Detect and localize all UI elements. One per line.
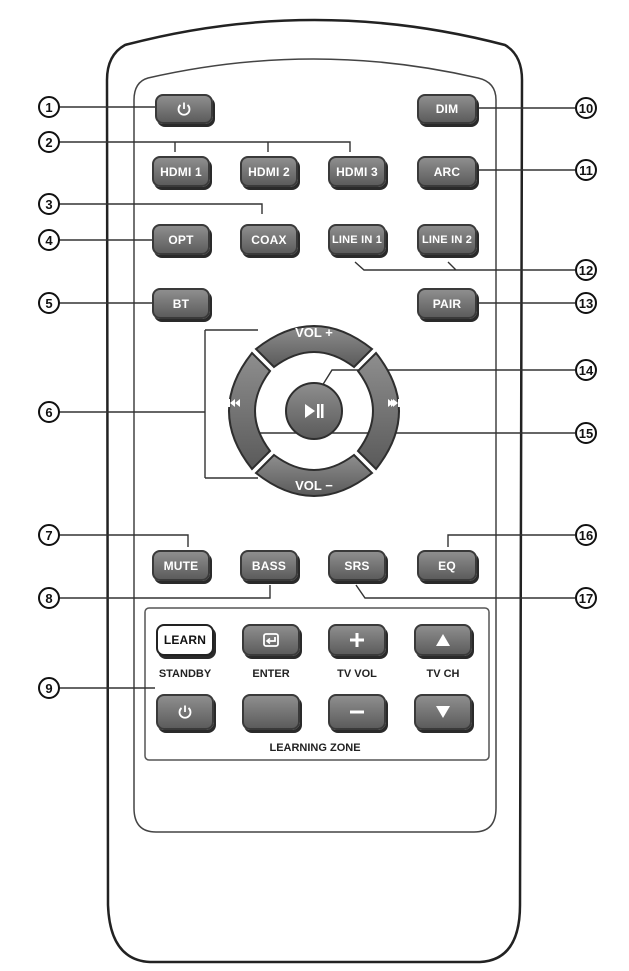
vol-minus-segment[interactable] <box>254 453 374 497</box>
leader-7 <box>57 534 189 547</box>
mute-button[interactable]: MUTE <box>152 550 210 581</box>
plus-icon <box>350 633 364 647</box>
vol-plus-segment[interactable] <box>254 325 374 369</box>
callout-6: 6 <box>38 401 60 423</box>
enter-icon <box>263 633 279 647</box>
learning-zone-frame <box>144 607 490 761</box>
next-track-icon <box>388 399 400 407</box>
learning-zone-title: LEARNING ZONE <box>269 742 361 754</box>
hdmi2-button[interactable]: HDMI 2 <box>240 156 298 187</box>
callout-11: 11 <box>575 159 597 181</box>
srs-button[interactable]: SRS <box>328 550 386 581</box>
power-icon <box>177 102 191 116</box>
pair-button[interactable]: PAIR <box>417 288 477 319</box>
tv-vol-down-button[interactable] <box>328 694 386 730</box>
standby-button[interactable] <box>156 694 214 730</box>
callout-16: 16 <box>575 524 597 546</box>
opt-button[interactable]: OPT <box>152 224 210 255</box>
callout-5: 5 <box>38 292 60 314</box>
enter-label: ENTER <box>252 668 290 680</box>
enter-top-button[interactable] <box>242 624 300 656</box>
leader-17 <box>355 584 575 599</box>
leader-6 <box>57 329 258 479</box>
callout-13: 13 <box>575 292 597 314</box>
coax-button[interactable]: COAX <box>240 224 298 255</box>
leader-2 <box>57 141 351 152</box>
bt-button[interactable]: BT <box>152 288 210 319</box>
dpad-ring <box>228 325 400 497</box>
triangle-up-icon <box>436 634 450 646</box>
leader-16 <box>447 534 575 547</box>
arc-button[interactable]: ARC <box>417 156 477 187</box>
tv-vol-label: TV VOL <box>337 668 377 680</box>
learn-button[interactable]: LEARN <box>156 624 214 656</box>
play-pause-icon <box>305 404 324 418</box>
hdmi3-button[interactable]: HDMI 3 <box>328 156 386 187</box>
bass-button[interactable]: BASS <box>240 550 298 581</box>
minus-icon <box>350 710 364 714</box>
callout-14: 14 <box>575 359 597 381</box>
previous-track-icon <box>228 399 240 407</box>
leader-12 <box>354 261 575 271</box>
callout-15: 15 <box>575 422 597 444</box>
callout-2: 2 <box>38 131 60 153</box>
callout-17: 17 <box>575 587 597 609</box>
power-icon <box>178 705 192 719</box>
tv-ch-down-button[interactable] <box>414 694 472 730</box>
callout-3: 3 <box>38 193 60 215</box>
callout-1: 1 <box>38 96 60 118</box>
leader-3 <box>57 203 263 214</box>
remote-face-panel <box>133 58 497 833</box>
tv-ch-up-button[interactable] <box>414 624 472 656</box>
vol-minus-label: VOL − <box>295 478 333 493</box>
line-in-2-button[interactable]: LINE IN 2 <box>417 224 477 255</box>
power-button[interactable] <box>155 94 213 124</box>
callout-10: 10 <box>575 97 597 119</box>
callout-8: 8 <box>38 587 60 609</box>
hdmi1-button[interactable]: HDMI 1 <box>152 156 210 187</box>
leader-14 <box>321 369 575 387</box>
callout-4: 4 <box>38 229 60 251</box>
dim-button[interactable]: DIM <box>417 94 477 124</box>
callout-12: 12 <box>575 259 597 281</box>
prev-segment[interactable] <box>228 351 272 471</box>
leader-8 <box>57 585 271 599</box>
triangle-down-icon <box>436 706 450 718</box>
vol-plus-label: VOL + <box>295 325 333 340</box>
eq-button[interactable]: EQ <box>417 550 477 581</box>
tv-ch-label: TV CH <box>426 668 460 680</box>
enter-button[interactable] <box>242 694 300 730</box>
standby-label: STANDBY <box>158 668 212 680</box>
line-in-1-button[interactable]: LINE IN 1 <box>328 224 386 255</box>
next-segment[interactable] <box>356 351 400 471</box>
callout-9: 9 <box>38 677 60 699</box>
tv-vol-up-button[interactable] <box>328 624 386 656</box>
callout-7: 7 <box>38 524 60 546</box>
